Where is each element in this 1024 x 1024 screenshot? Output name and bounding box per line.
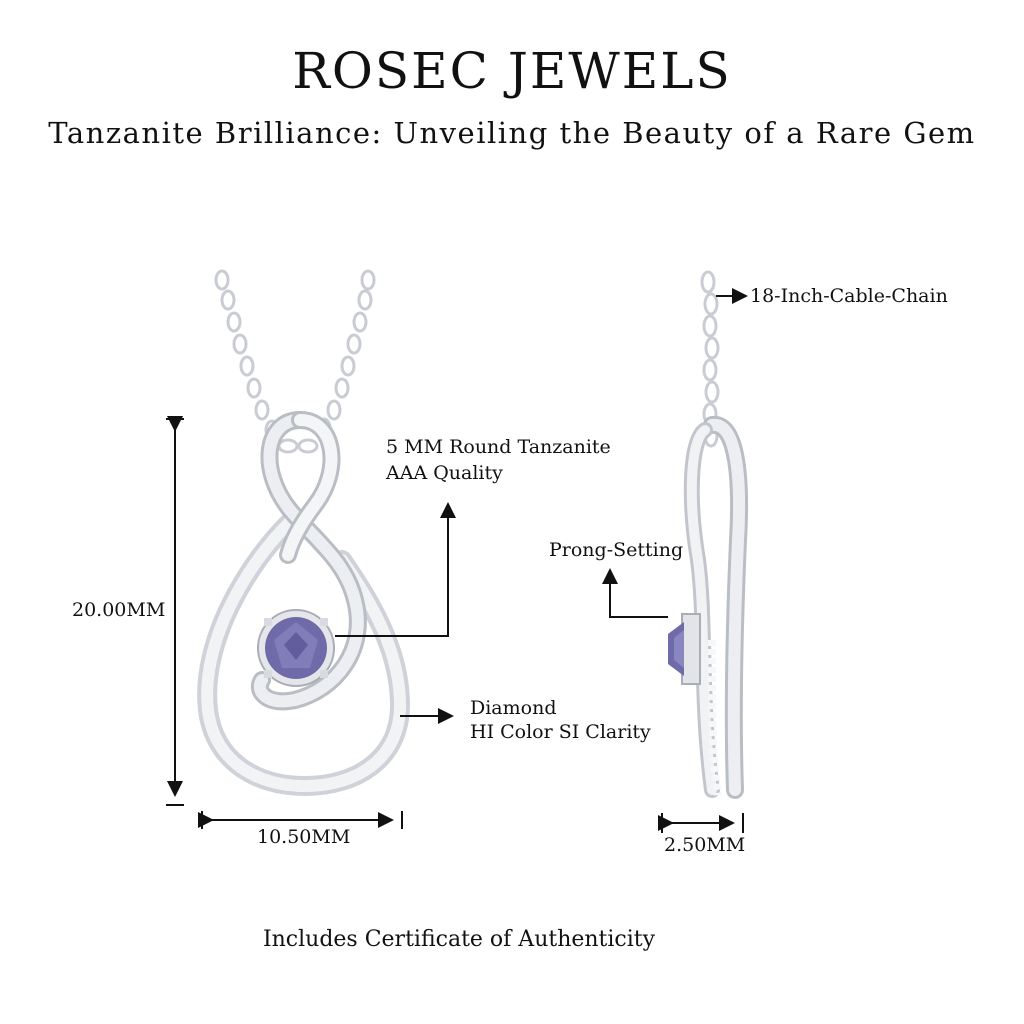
gem-label-line1: 5 MM Round Tanzanite bbox=[386, 436, 611, 458]
side-pendant bbox=[668, 270, 749, 799]
tanzanite-stone-side bbox=[668, 613, 701, 685]
gem-callout-line bbox=[335, 502, 456, 637]
chain-label: 18-Inch-Cable-Chain bbox=[750, 285, 948, 307]
chain-right bbox=[297, 269, 376, 454]
width-label: 10.50MM bbox=[257, 826, 351, 848]
width-dimension bbox=[198, 811, 403, 829]
tanzanite-stone-front bbox=[257, 609, 335, 687]
diamond-label-line2: HI Color SI Clarity bbox=[470, 721, 651, 743]
setting-callout-line bbox=[602, 568, 668, 618]
height-label: 20.00MM bbox=[72, 599, 166, 621]
depth-dimension bbox=[658, 813, 744, 833]
gem-label-line2: AAA Quality bbox=[386, 462, 503, 484]
diamond-pave bbox=[201, 514, 407, 793]
certificate-note: Includes Certificate of Authenticity bbox=[262, 927, 656, 952]
depth-label: 2.50MM bbox=[664, 834, 746, 856]
height-dimension bbox=[166, 416, 184, 806]
diamond-label-line1: Diamond bbox=[470, 697, 557, 719]
front-pendant bbox=[197, 269, 411, 797]
setting-label: Prong-Setting bbox=[549, 539, 684, 561]
brand-title: ROSEC JEWELS bbox=[292, 42, 732, 100]
brand-tagline: Tanzanite Brilliance: Unveiling the Beau… bbox=[48, 116, 976, 150]
